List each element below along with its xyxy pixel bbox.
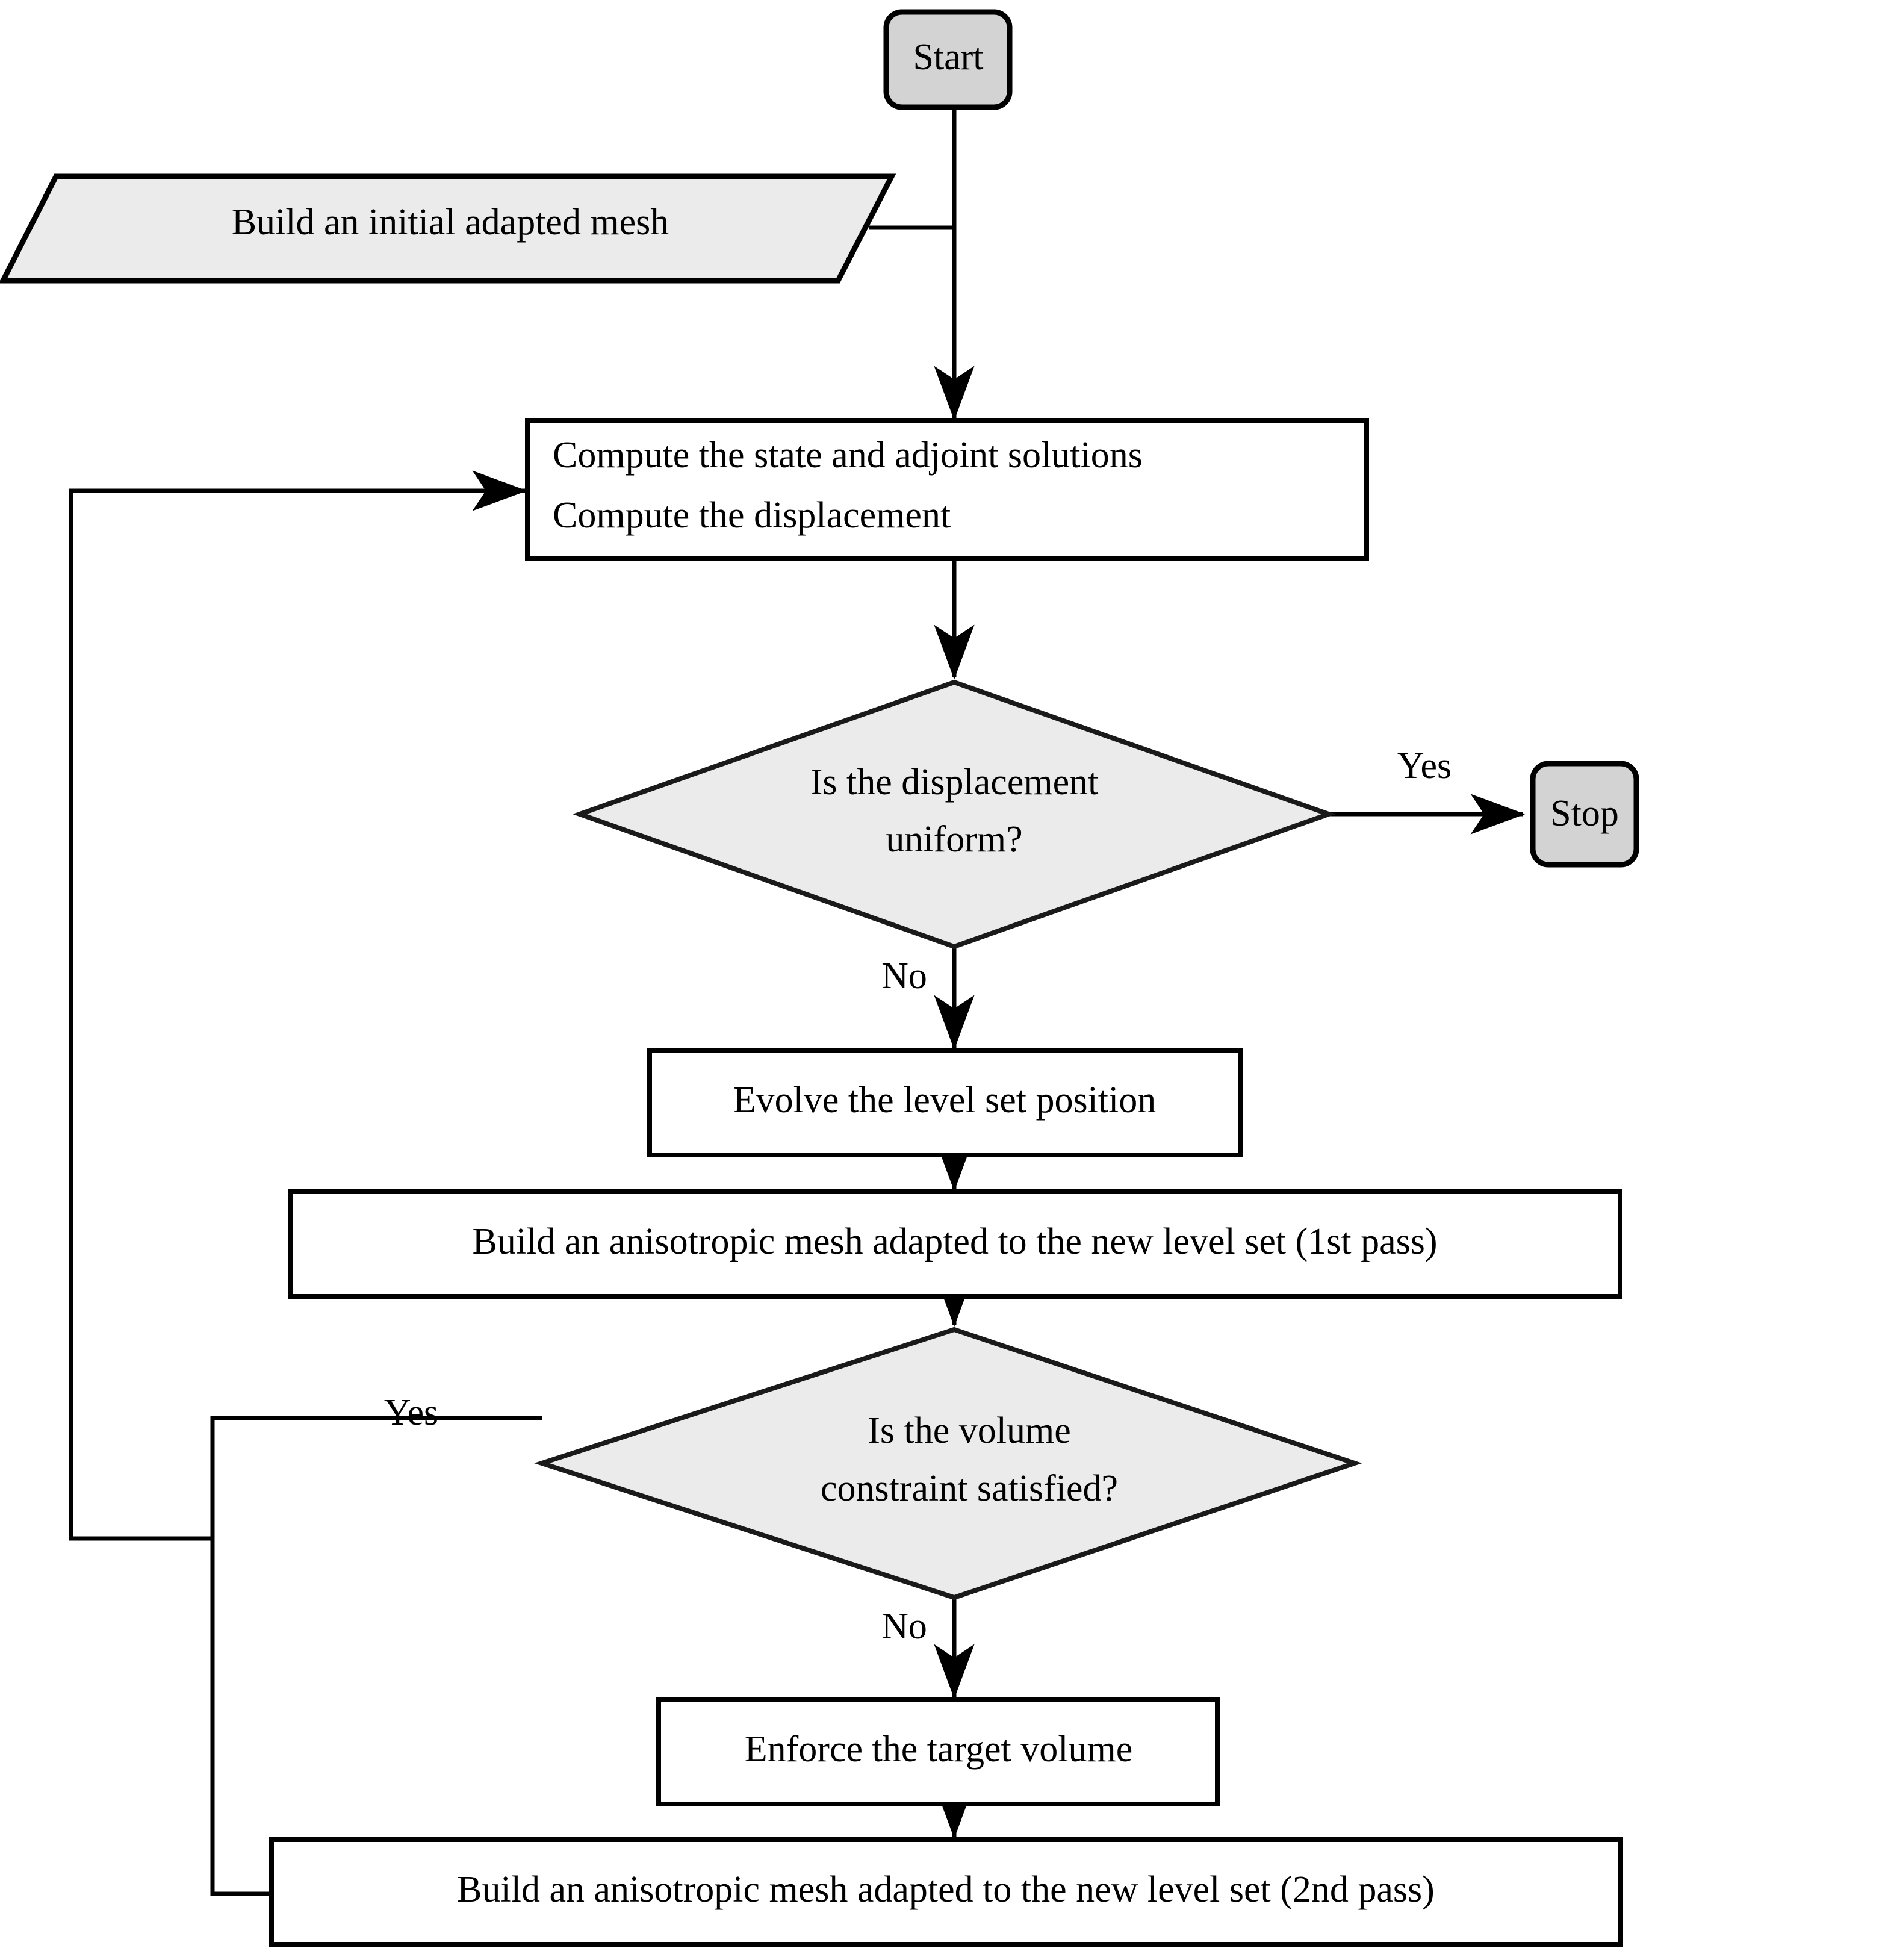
decision-displacement-line2: uniform?: [886, 819, 1022, 860]
node-enforce-volume[interactable]: Enforce the target volume: [656, 1697, 1220, 1806]
edge-label-displacement-no: No: [881, 956, 927, 997]
compute-shape: [525, 418, 1369, 561]
node-stop[interactable]: Stop: [1530, 761, 1639, 868]
decision-volume-shape: [534, 1327, 1362, 1601]
start-label: Start: [913, 37, 983, 78]
mesh-pass2-label: Build an anisotropic mesh adapted to the…: [457, 1869, 1435, 1910]
decision-displacement-shape: [572, 679, 1337, 950]
enforce-volume-label: Enforce the target volume: [745, 1729, 1132, 1770]
stop-shape: [1530, 761, 1639, 868]
edge-label-volume-no: No: [881, 1606, 927, 1647]
compute-label-line2: Compute the displacement: [553, 495, 951, 536]
edge-label-displacement-yes: Yes: [1397, 745, 1452, 786]
node-initial-mesh[interactable]: Build an initial adapted mesh: [0, 173, 896, 284]
edge-feedback-to-compute: [69, 470, 527, 1541]
mesh-pass1-shape: [288, 1189, 1622, 1299]
start-shape: [883, 9, 1013, 110]
node-mesh-pass2[interactable]: Build an anisotropic mesh adapted to the…: [269, 1837, 1623, 1947]
edge-label-volume-yes: Yes: [384, 1392, 438, 1433]
mesh-pass1-label: Build an anisotropic mesh adapted to the…: [472, 1221, 1437, 1262]
node-start[interactable]: Start: [883, 9, 1013, 110]
node-mesh-pass1[interactable]: Build an anisotropic mesh adapted to the…: [288, 1189, 1622, 1299]
compute-label-line1: Compute the state and adjoint solutions: [553, 435, 1143, 476]
decision-volume-line2: constraint satisfied?: [821, 1468, 1118, 1509]
node-decision-displacement[interactable]: Is the displacement uniform?: [572, 679, 1337, 950]
initial-mesh-label: Build an initial adapted mesh: [232, 202, 669, 243]
decision-displacement-line1: Is the displacement: [810, 762, 1099, 803]
node-evolve[interactable]: Evolve the level set position: [647, 1048, 1243, 1157]
node-compute[interactable]: Compute the state and adjoint solutions …: [525, 418, 1369, 561]
evolve-shape: [647, 1048, 1243, 1157]
initial-mesh-shape: [0, 173, 896, 284]
evolve-label: Evolve the level set position: [733, 1080, 1157, 1121]
enforce-volume-shape: [656, 1697, 1220, 1806]
edge-volume-yes-loop: [210, 1416, 542, 1896]
node-decision-volume[interactable]: Is the volume constraint satisfied?: [534, 1327, 1362, 1601]
decision-volume-line1: Is the volume: [868, 1410, 1071, 1451]
mesh-pass2-shape: [269, 1837, 1623, 1947]
stop-label: Stop: [1550, 793, 1619, 834]
